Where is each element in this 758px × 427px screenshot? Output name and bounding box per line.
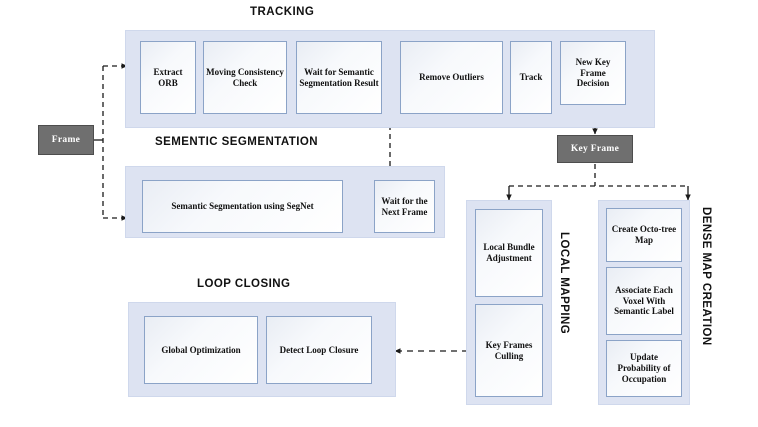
box-track[interactable]: Track (510, 41, 552, 114)
box-associate-each-voxel-with-semantic-label[interactable]: Associate Each Voxel With Semantic Label (606, 267, 682, 335)
box-wait-for-the-next-frame[interactable]: Wait for the Next Frame (374, 180, 435, 233)
node-frame: Frame (38, 125, 94, 155)
box-local-bundle-adjustment[interactable]: Local Bundle Adjustment (475, 209, 543, 297)
box-moving-consistency-check[interactable]: Moving Consistency Check (203, 41, 287, 114)
box-extract-orb[interactable]: Extract ORB (140, 41, 196, 114)
box-detect-loop-closure[interactable]: Detect Loop Closure (266, 316, 372, 384)
box-key-frames-culling[interactable]: Key Frames Culling (475, 304, 543, 397)
node-key-frame-label: Key Frame (570, 144, 620, 154)
section-title-tracking: TRACKING (250, 6, 315, 18)
node-key-frame: Key Frame (557, 135, 633, 163)
box-wait-for-semantic-segmentation-result[interactable]: Wait for Semantic Segmentation Result (296, 41, 382, 114)
section-title-loop-closing: LOOP CLOSING (197, 278, 291, 290)
box-new-key-frame-decision[interactable]: New Key Frame Decision (560, 41, 626, 105)
section-title-local-mapping: LOCAL MAPPING (558, 232, 570, 335)
node-frame-label: Frame (51, 135, 81, 145)
box-update-probability-of-occupation[interactable]: Update Probability of Occupation (606, 340, 682, 397)
box-semantic-segmentation-using-segnet[interactable]: Semantic Segmentation using SegNet (142, 180, 343, 233)
box-global-optimization[interactable]: Global Optimization (144, 316, 258, 384)
section-title-dense-map-creation: DENSE MAP CREATION (700, 207, 712, 346)
section-title-semantic-segmentation: SEMENTIC SEGMENTATION (155, 136, 318, 148)
box-create-octo-tree-map[interactable]: Create Octo-tree Map (606, 208, 682, 262)
box-remove-outliers[interactable]: Remove Outliers (400, 41, 503, 114)
